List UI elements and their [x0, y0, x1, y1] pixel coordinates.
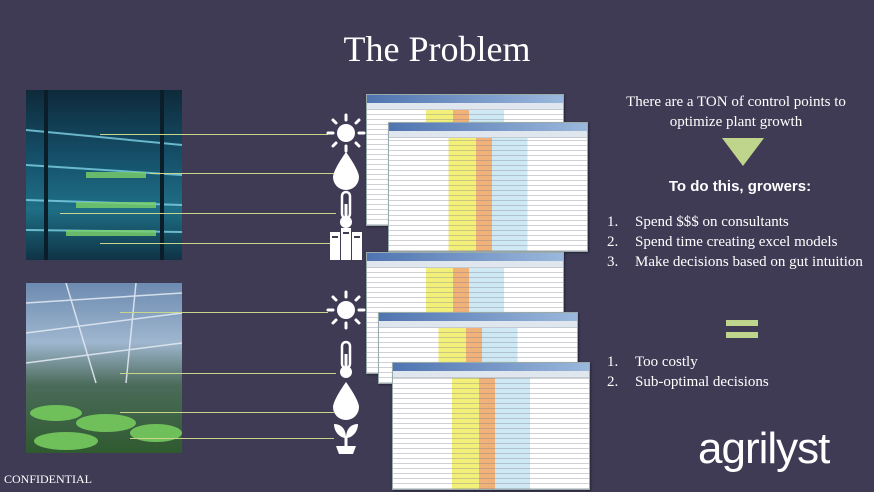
control-points-headline: There are a TON of control points to opt…	[626, 94, 846, 130]
results-list: 1.Too costly 2.Sub-optimal decisions	[607, 352, 847, 392]
connector-line	[120, 373, 336, 374]
thermometer-icon	[340, 340, 352, 378]
connector-line	[60, 213, 336, 214]
list-item: 1.Too costly	[607, 354, 698, 370]
vertical-farm-photo	[26, 90, 182, 260]
agrilyst-logo: agrilyst	[698, 424, 830, 473]
server-icon	[330, 228, 362, 260]
growers-subhead: To do this, growers:	[668, 178, 812, 195]
water-drop-icon	[333, 382, 359, 420]
spreadsheet-window	[388, 122, 588, 252]
list-item: 1.Spend $$$ on consultants	[607, 214, 789, 230]
connector-line	[100, 243, 330, 244]
confidential-footer: CONFIDENTIAL	[4, 472, 92, 486]
down-arrow-icon	[722, 138, 764, 166]
connector-line	[100, 134, 328, 135]
spreadsheet-window	[392, 362, 590, 490]
plant-icon	[334, 424, 358, 454]
greenhouse-photo	[26, 283, 182, 453]
list-item: 2.Sub-optimal decisions	[607, 374, 769, 390]
list-item: 3.Make decisions based on gut intuition	[607, 254, 863, 270]
sun-icon	[326, 290, 366, 330]
slide-title: The Problem	[343, 29, 531, 69]
connector-line	[150, 173, 334, 174]
list-item: 2.Spend time creating excel models	[607, 234, 838, 250]
connector-line	[120, 312, 328, 313]
connector-line	[130, 438, 334, 439]
water-drop-icon	[333, 152, 359, 190]
equals-icon	[726, 320, 758, 340]
connector-line	[120, 412, 334, 413]
sun-icon	[326, 113, 366, 153]
grower-actions-list: 1.Spend $$$ on consultants 2.Spend time …	[607, 212, 867, 272]
thermometer-icon	[340, 190, 352, 228]
